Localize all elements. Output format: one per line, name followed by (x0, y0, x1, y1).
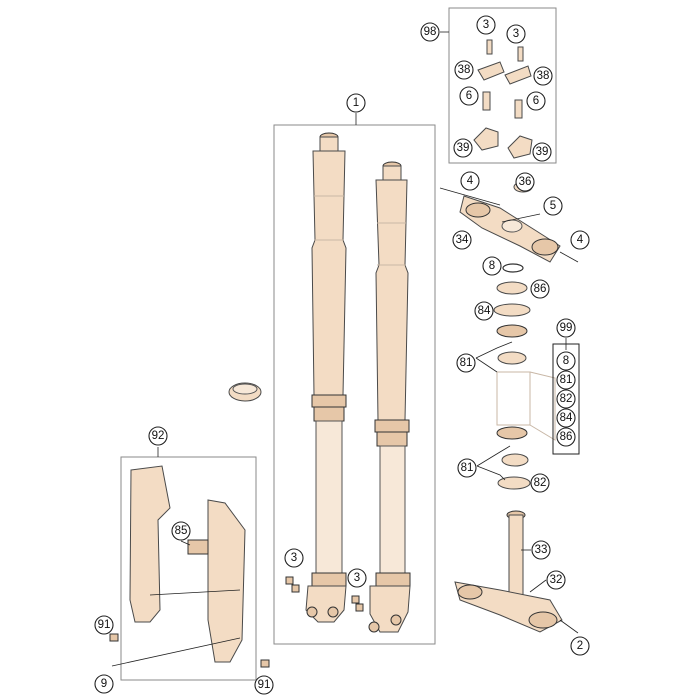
svg-text:82: 82 (534, 477, 547, 489)
fork-leg-right (368, 161, 411, 633)
svg-text:8: 8 (563, 355, 569, 367)
svg-text:8: 8 (489, 260, 495, 272)
svg-text:6: 6 (533, 95, 539, 107)
callout-82: 82 (530, 473, 550, 493)
svg-text:39: 39 (536, 146, 549, 158)
callout-99: 99 (556, 318, 576, 338)
callout-92: 92 (148, 426, 168, 446)
svg-text:3: 3 (483, 19, 489, 31)
upper-triple-clamp (439, 181, 579, 263)
kit-99-item: 81 (556, 370, 576, 390)
small-bolts (109, 576, 364, 668)
svg-text:9: 9 (101, 678, 107, 690)
callout-2: 2 (570, 636, 590, 656)
svg-text:38: 38 (537, 70, 550, 82)
svg-text:85: 85 (175, 525, 188, 537)
callout-38-right: 38 (533, 66, 553, 86)
clamp-kit-frame (448, 7, 557, 164)
steering-stem-lower-clamp (454, 510, 579, 634)
callout-85: 85 (171, 521, 191, 541)
svg-text:34: 34 (456, 234, 469, 246)
svg-text:86: 86 (560, 431, 573, 443)
callout-39-right: 39 (532, 142, 552, 162)
svg-text:86: 86 (534, 283, 547, 295)
callout-38-left: 38 (454, 60, 474, 80)
svg-text:98: 98 (424, 26, 437, 38)
svg-text:4: 4 (577, 234, 584, 246)
callout-4-lower: 4 (570, 230, 590, 250)
callout-39-left: 39 (453, 138, 473, 158)
kit-99-item: 82 (556, 389, 576, 409)
svg-text:32: 32 (550, 574, 563, 586)
callout-86: 86 (530, 279, 550, 299)
steering-bearing-stack (493, 281, 556, 490)
svg-text:39: 39 (457, 142, 470, 154)
leader-lines (157, 31, 567, 593)
svg-text:91: 91 (98, 619, 111, 631)
callout-3-fork-right: 3 (347, 568, 367, 588)
svg-text:82: 82 (560, 393, 573, 405)
svg-text:1: 1 (353, 97, 359, 109)
callout-32: 32 (546, 570, 566, 590)
callout-81-upper: 81 (456, 353, 476, 373)
callout-36: 36 (515, 172, 535, 192)
svg-text:92: 92 (152, 430, 165, 442)
svg-text:2: 2 (577, 640, 583, 652)
svg-text:6: 6 (466, 90, 472, 102)
callout-33: 33 (531, 540, 551, 560)
svg-text:84: 84 (478, 305, 491, 317)
svg-text:99: 99 (560, 322, 573, 334)
callout-6-left: 6 (459, 86, 479, 106)
kit-99-item: 8 (556, 351, 576, 371)
callout-4-upper: 4 (460, 171, 480, 191)
callout-3-top-left: 3 (476, 15, 496, 35)
svg-text:81: 81 (560, 374, 573, 386)
callout-6-right: 6 (526, 91, 546, 111)
callout-98: 98 (420, 22, 440, 42)
callout-8: 8 (482, 256, 502, 276)
callout-34: 34 (452, 230, 472, 250)
callout-9: 9 (94, 674, 114, 694)
fork-leg-left (305, 132, 347, 623)
svg-text:5: 5 (550, 200, 556, 212)
callout-91-left: 91 (94, 615, 114, 635)
svg-text:33: 33 (535, 544, 548, 556)
svg-text:4: 4 (467, 175, 474, 187)
svg-text:91: 91 (258, 679, 271, 691)
o-ring (502, 263, 524, 273)
fork-protectors (111, 465, 246, 667)
svg-text:81: 81 (460, 357, 473, 369)
svg-text:84: 84 (560, 412, 573, 424)
callout-81-lower: 81 (457, 458, 477, 478)
fork-assembly-frame (273, 124, 436, 645)
svg-text:3: 3 (291, 552, 297, 564)
callout-5: 5 (543, 196, 563, 216)
callout-84: 84 (474, 301, 494, 321)
svg-text:81: 81 (461, 462, 474, 474)
fork-protector-frame (120, 456, 257, 681)
clamp-kit-parts (473, 39, 533, 159)
svg-text:3: 3 (513, 28, 519, 40)
svg-text:3: 3 (354, 572, 360, 584)
callout-91-right: 91 (254, 675, 274, 695)
callout-1: 1 (346, 93, 366, 113)
callout-3-fork-left: 3 (284, 548, 304, 568)
svg-text:36: 36 (519, 176, 532, 188)
svg-text:38: 38 (458, 64, 471, 76)
loose-ring-nut (228, 382, 262, 402)
callout-3-top-right: 3 (506, 24, 526, 44)
kit-99-list: 8 81 82 84 86 (552, 343, 580, 455)
kit-99-item: 84 (556, 408, 576, 428)
kit-99-item: 86 (556, 427, 576, 447)
